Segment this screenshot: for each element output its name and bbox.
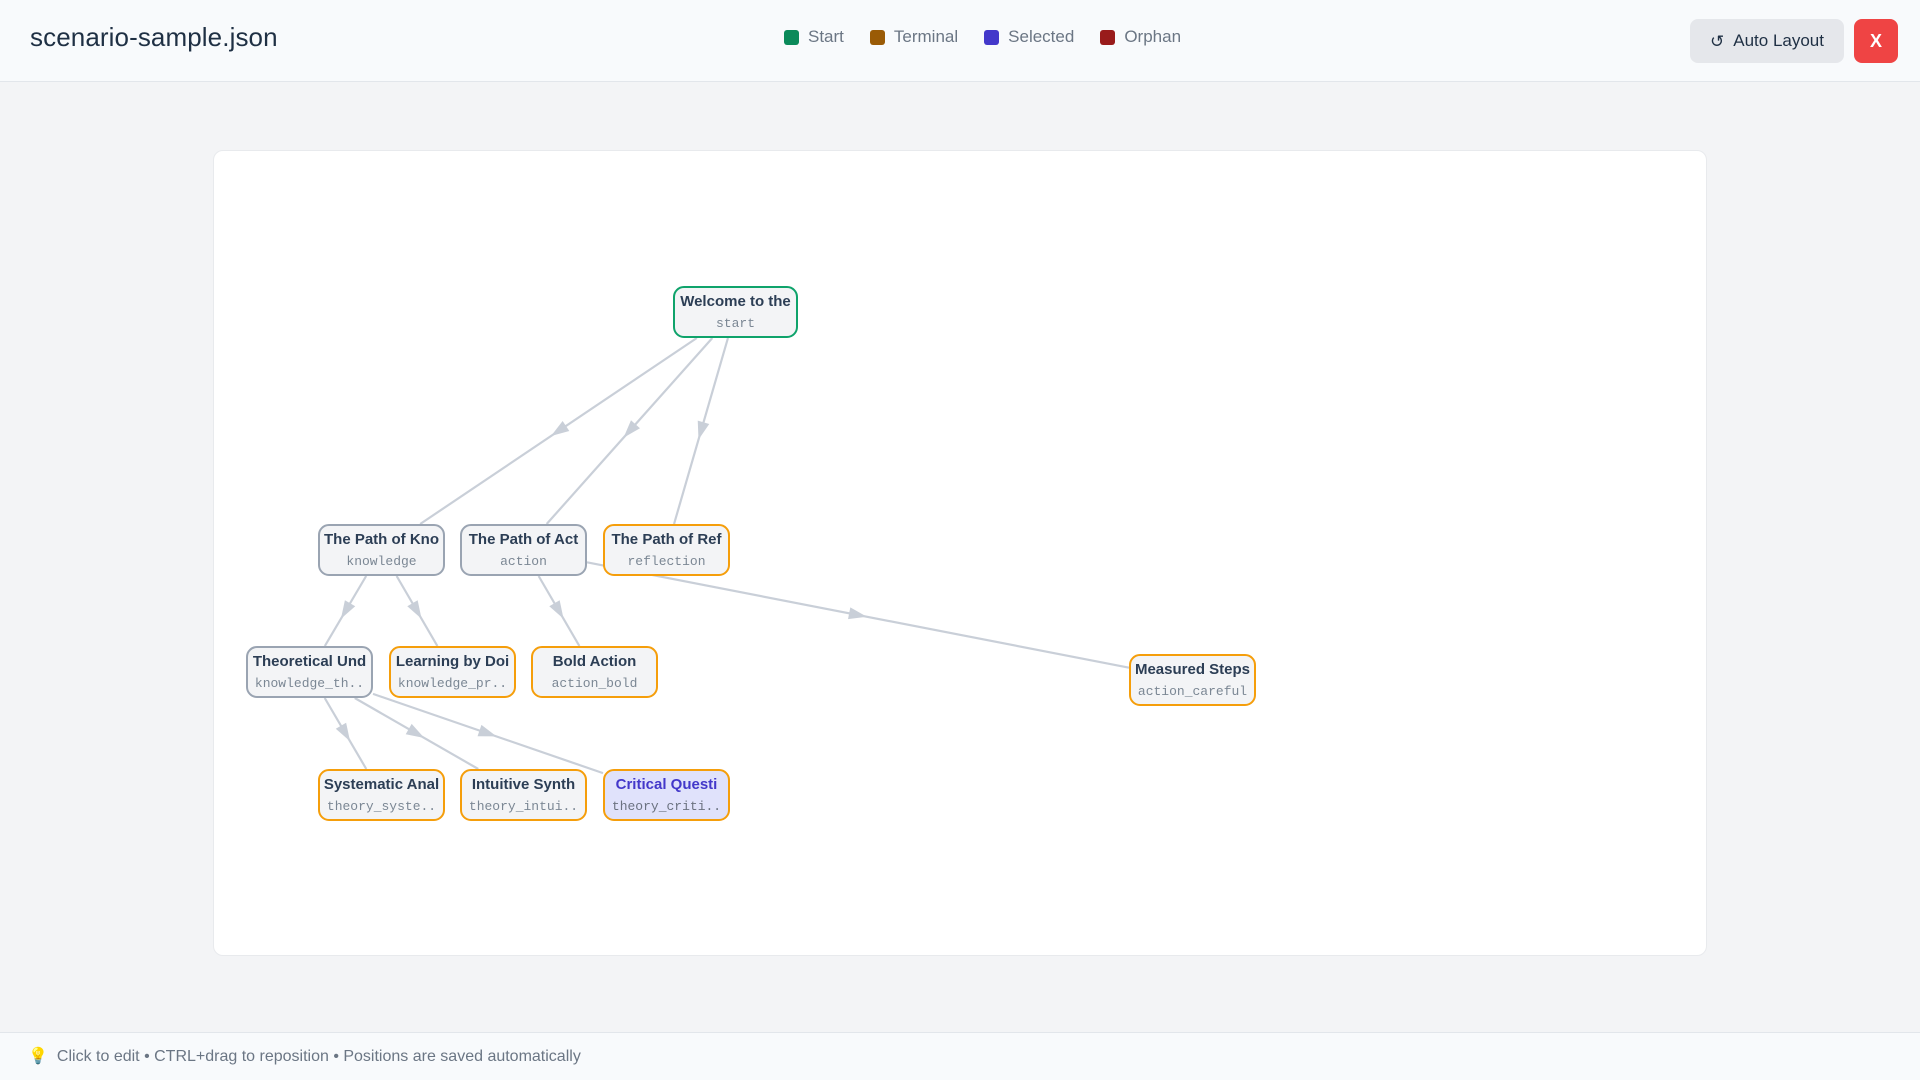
legend-label-selected: Selected bbox=[1008, 27, 1075, 46]
page-title: scenario-sample.json bbox=[30, 22, 278, 52]
close-button[interactable]: X bbox=[1854, 19, 1898, 63]
node-id: knowledge_pr.. bbox=[397, 675, 508, 691]
top-bar: scenario-sample.json Start Terminal Sele… bbox=[0, 0, 1920, 82]
node-id: reflection bbox=[627, 553, 706, 569]
auto-layout-label: Auto Layout bbox=[1733, 31, 1824, 50]
graph-node[interactable]: Learning by Doi knowledge_pr.. bbox=[389, 646, 516, 698]
legend: Start Terminal Selected Orphan bbox=[784, 24, 1181, 50]
start-swatch-icon bbox=[784, 29, 799, 45]
graph-node[interactable]: The Path of Kno knowledge bbox=[318, 524, 445, 576]
orphan-swatch-icon bbox=[1100, 29, 1116, 45]
graph-node[interactable]: Welcome to the start bbox=[673, 286, 798, 338]
legend-item-start: Start bbox=[784, 24, 844, 50]
node-label: Learning by Doi bbox=[395, 653, 510, 671]
graph-node[interactable]: The Path of Act action bbox=[460, 524, 587, 576]
node-label: The Path of Kno bbox=[324, 531, 439, 549]
node-id: knowledge bbox=[346, 553, 417, 569]
node-label: Theoretical Und bbox=[252, 653, 367, 671]
node-label: Bold Action bbox=[552, 653, 637, 671]
graph-node[interactable]: Theoretical Und knowledge_th.. bbox=[246, 646, 373, 698]
node-id: action_bold bbox=[551, 675, 638, 691]
node-id: action bbox=[500, 553, 547, 569]
graph-node[interactable]: Critical Questi theory_criti.. bbox=[603, 769, 730, 821]
topbar-actions: ↺ Auto Layout X bbox=[1690, 19, 1898, 63]
legend-label-terminal: Terminal bbox=[893, 27, 959, 46]
graph-node[interactable]: The Path of Ref reflection bbox=[603, 524, 730, 576]
node-label: Systematic Anal bbox=[323, 776, 440, 794]
node-label: Critical Questi bbox=[615, 776, 718, 794]
footer-hint-text: Click to edit • CTRL+drag to reposition … bbox=[56, 1047, 581, 1065]
legend-label-start: Start bbox=[808, 27, 844, 46]
node-id: start bbox=[715, 315, 755, 331]
node-id: knowledge_th.. bbox=[254, 675, 365, 691]
legend-item-orphan: Orphan bbox=[1100, 24, 1181, 50]
node-label: The Path of Ref bbox=[611, 531, 722, 549]
auto-layout-button[interactable]: ↺ Auto Layout bbox=[1690, 19, 1844, 63]
graph-node[interactable]: Bold Action action_bold bbox=[531, 646, 658, 698]
node-id: action_careful bbox=[1137, 683, 1248, 699]
legend-item-selected: Selected bbox=[984, 24, 1074, 50]
graph-node[interactable]: Measured Steps action_careful bbox=[1129, 654, 1256, 706]
node-label: Measured Steps bbox=[1134, 661, 1251, 679]
node-id: theory_intui.. bbox=[468, 798, 579, 814]
terminal-swatch-icon bbox=[869, 29, 885, 45]
refresh-icon: ↺ bbox=[1710, 31, 1725, 51]
node-id: theory_criti.. bbox=[611, 798, 722, 814]
selected-swatch-icon bbox=[984, 29, 1000, 45]
node-label: Intuitive Synth bbox=[471, 776, 576, 794]
legend-item-terminal: Terminal bbox=[869, 24, 959, 50]
node-id: theory_syste.. bbox=[326, 798, 437, 814]
legend-label-orphan: Orphan bbox=[1124, 27, 1182, 46]
footer-bar: 💡 Click to edit • CTRL+drag to repositio… bbox=[0, 1032, 1920, 1080]
node-label: The Path of Act bbox=[468, 531, 579, 549]
footer-hint: 💡 Click to edit • CTRL+drag to repositio… bbox=[28, 1048, 581, 1066]
node-label: Welcome to the bbox=[680, 293, 791, 311]
lightbulb-icon: 💡 bbox=[28, 1047, 48, 1065]
graph-node[interactable]: Systematic Anal theory_syste.. bbox=[318, 769, 445, 821]
graph-node[interactable]: Intuitive Synth theory_intui.. bbox=[460, 769, 587, 821]
